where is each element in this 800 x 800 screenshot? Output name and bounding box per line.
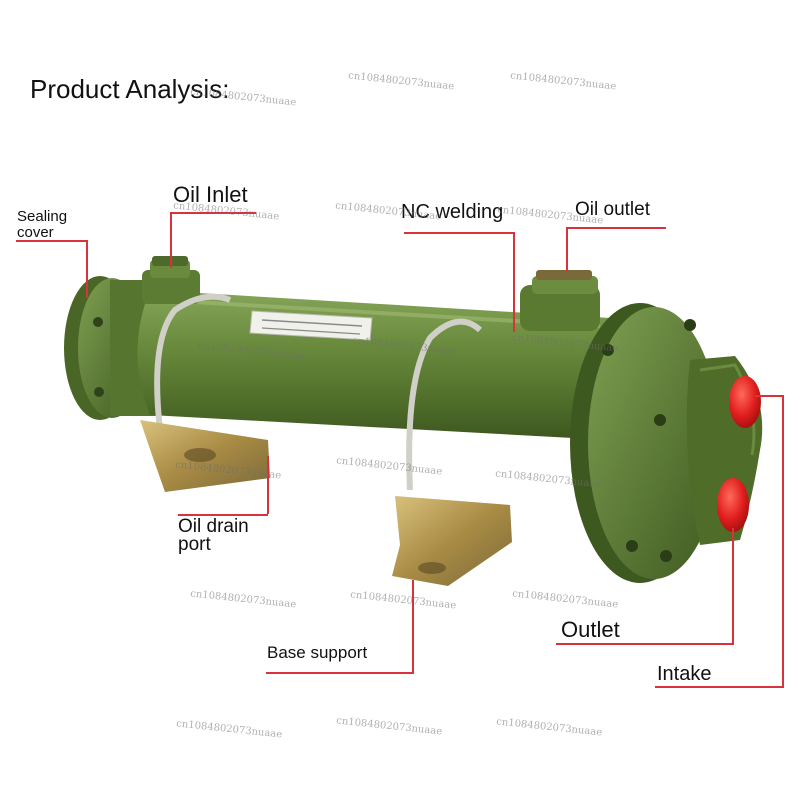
label-oil-drain-line2: port [178,534,211,555]
leader-oil-outlet-v [566,227,568,272]
leader-intake-top [755,395,784,397]
label-base-support: Base support [267,643,368,662]
leader-inlet-h [170,212,256,214]
label-sealing-cover-line2: cover [17,224,54,241]
leader-base-v [412,580,414,673]
nameplate [249,310,373,341]
leader-nc-v [513,232,515,332]
leader-oil-outlet-h [566,227,666,229]
clamp-right [406,318,483,491]
leader-intake-v [782,395,784,688]
label-oil-outlet: Oil outlet [575,199,650,220]
leader-inlet-v [170,212,172,268]
left-bracket [140,420,270,492]
label-oil-drain-line1: Oil drain [178,516,249,537]
leader-nc-h [404,232,514,234]
label-intake: Intake [657,663,712,685]
oil-inlet-port [142,256,200,304]
leader-sealing-h [16,240,86,242]
right-flange [570,303,720,583]
leader-outlet-h [556,643,734,645]
leader-sealing-v [86,240,88,298]
leader-drain-v [267,456,269,514]
outlet-cap [717,478,749,532]
leader-base-h [266,672,414,674]
leader-drain-h [178,514,268,516]
leader-outlet-v [732,528,734,644]
intake-cap [729,376,761,428]
oil-outlet-port [520,270,600,331]
clamp-left [154,293,232,431]
base-bracket [392,496,512,586]
label-oil-inlet: Oil Inlet [173,182,248,207]
leader-intake-h [655,686,784,688]
page-title: Product Analysis: [30,74,230,104]
label-outlet: Outlet [561,617,620,642]
label-sealing-cover-line1: Sealing [17,208,68,225]
label-nc-welding: NC welding [401,201,504,223]
